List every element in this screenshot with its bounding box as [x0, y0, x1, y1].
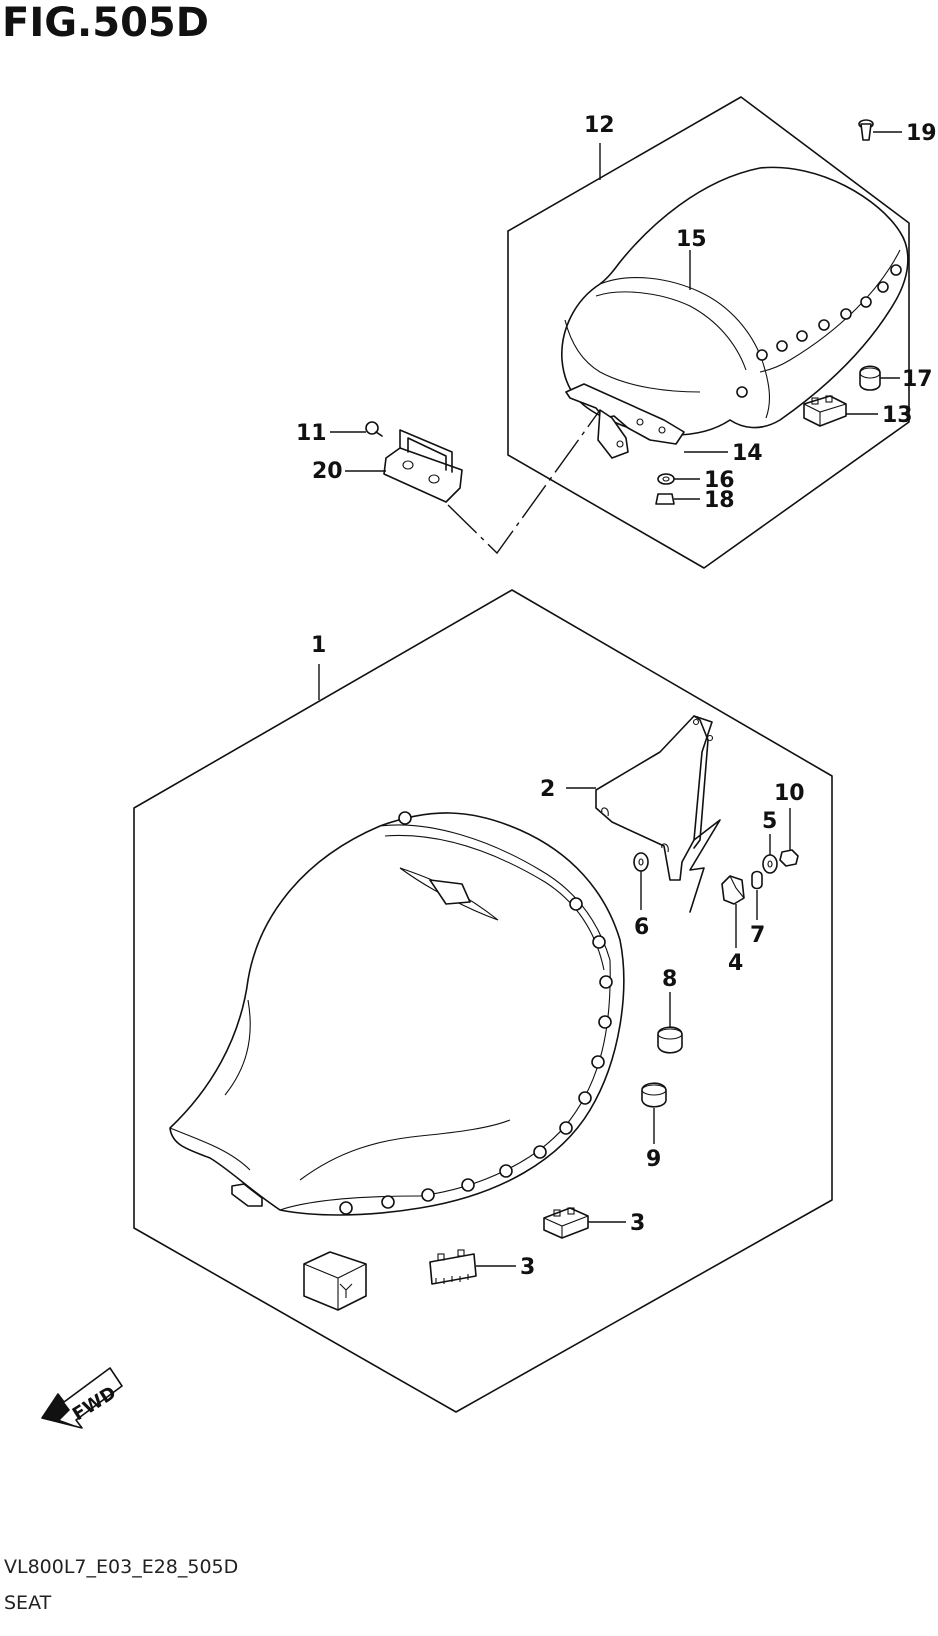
callout-17: 17	[902, 367, 933, 392]
callout-4: 4	[728, 951, 743, 976]
callout-19: 19	[906, 121, 937, 146]
washer-16	[657, 473, 675, 485]
group-1-outline	[133, 589, 833, 1413]
callout-1: 1	[311, 633, 326, 658]
damper-13	[803, 395, 847, 427]
group-12-outline	[507, 96, 910, 569]
callout-3-right: 3	[630, 1211, 645, 1236]
callout-8: 8	[662, 967, 677, 992]
callout-9: 9	[646, 1147, 661, 1172]
callout-3-bottom: 3	[520, 1255, 535, 1280]
callout-13: 13	[882, 403, 913, 428]
washer-6	[633, 852, 649, 872]
callout-16: 16	[704, 468, 735, 493]
cushion-17	[859, 365, 881, 391]
callout-20: 20	[312, 459, 343, 484]
callout-14: 14	[732, 441, 763, 466]
passenger-seat-group	[507, 96, 910, 569]
callout-11: 11	[296, 421, 327, 446]
callout-6: 6	[634, 915, 649, 940]
callout-10: 10	[774, 781, 805, 806]
seat-bracket-2	[595, 715, 721, 913]
assembly-link-line	[447, 409, 601, 555]
figure-title: FIG.505D	[2, 0, 209, 46]
fwd-label: FWD	[69, 1382, 120, 1425]
callout-5: 5	[762, 809, 777, 834]
fwd-arrow: FWD	[41, 1367, 123, 1429]
rider-seat-group	[133, 589, 833, 1413]
callout-12: 12	[584, 113, 615, 138]
spacer-7	[751, 870, 763, 890]
washer-5	[762, 854, 778, 874]
handle-bracket-20	[383, 429, 463, 503]
callout-15: 15	[676, 227, 707, 252]
passenger-seat	[561, 166, 909, 436]
cushion-9	[641, 1082, 667, 1108]
damper-3-right	[543, 1207, 589, 1239]
label-block	[303, 1251, 367, 1311]
clip-4	[721, 875, 745, 905]
rider-seat	[169, 811, 625, 1216]
callout-18: 18	[704, 488, 735, 513]
damper-3-bottom	[429, 1249, 477, 1285]
screw-19	[858, 119, 874, 141]
diagram-code: VL800L7_E03_E28_505D	[4, 1556, 239, 1578]
callout-7: 7	[750, 923, 765, 948]
diagram-name: SEAT	[4, 1592, 52, 1614]
nut-10	[779, 849, 799, 867]
nut-18	[655, 493, 675, 505]
callout-2: 2	[540, 777, 555, 802]
seat-bracket-14	[565, 383, 685, 459]
cushion-8	[657, 1026, 683, 1054]
bolt-11	[365, 421, 383, 437]
